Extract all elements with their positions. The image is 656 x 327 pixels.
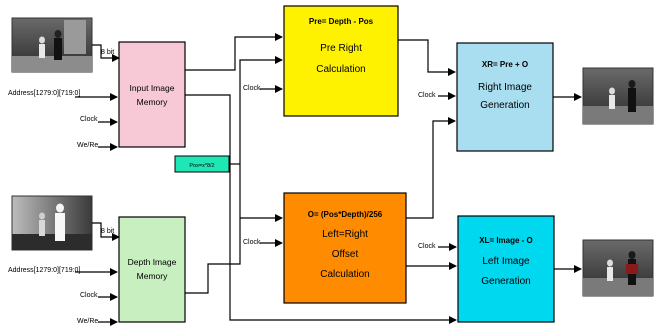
right-output-image-thumbnail [582, 67, 654, 125]
input-memory-label-1: Input Image [130, 83, 175, 93]
input-image-memory-block [118, 41, 186, 148]
pre-right-label-2: Calculation [316, 64, 365, 75]
bottom-we-label: We/Re [77, 318, 98, 325]
left-gen-formula: XL= Image - O [479, 236, 533, 245]
offset-label-2: Offset [332, 249, 359, 260]
right-gen-clock-label: Clock [418, 92, 436, 99]
bottom-address-label: Address[1279:0][719:0] [8, 267, 80, 274]
offset-formula: O= (Pos*Depth)/256 [308, 210, 383, 219]
depth-memory-label-1: Depth Image [128, 257, 177, 267]
left-output-image-thumbnail [582, 239, 654, 297]
offset-clock-label: Clock [243, 239, 261, 246]
right-image-generation-block [456, 42, 554, 152]
input-memory-label-2: Memory [137, 97, 168, 107]
right-gen-label-1: Right Image [478, 82, 532, 93]
connections [75, 33, 582, 326]
pre-right-calculation-block [283, 5, 399, 117]
depth-image-memory-block [118, 216, 186, 323]
pre-right-formula: Pre= Depth - Pos [309, 17, 374, 26]
depth-memory-label-2: Memory [137, 271, 168, 281]
left-gen-label-2: Generation [481, 276, 530, 287]
top-address-label: Address[1279:0][719:0] [8, 90, 80, 97]
top-clock-label: Clock [80, 116, 98, 123]
top-bits-label: 8 bit [101, 49, 114, 56]
offset-label-3: Calculation [320, 269, 369, 280]
left-gen-clock-label: Clock [418, 243, 436, 250]
top-we-label: We/Re [77, 142, 98, 149]
pos-label: Pos=x*8/2 [189, 163, 214, 169]
right-gen-label-2: Generation [480, 100, 529, 111]
offset-label-1: Left=Right [322, 229, 368, 240]
right-gen-formula: XR= Pre + O [482, 60, 528, 69]
pre-right-label-1: Pre Right [320, 43, 362, 54]
left-image-generation-block [457, 215, 555, 323]
bottom-clock-label: Clock [80, 292, 98, 299]
pre-right-clock-label: Clock [243, 85, 261, 92]
depth-image-thumbnail [11, 195, 93, 251]
input-image-thumbnail [11, 17, 93, 73]
offset-calculation-block [283, 192, 407, 304]
left-gen-label-1: Left Image [482, 256, 530, 267]
bottom-bits-label: 8 bit [101, 228, 114, 235]
